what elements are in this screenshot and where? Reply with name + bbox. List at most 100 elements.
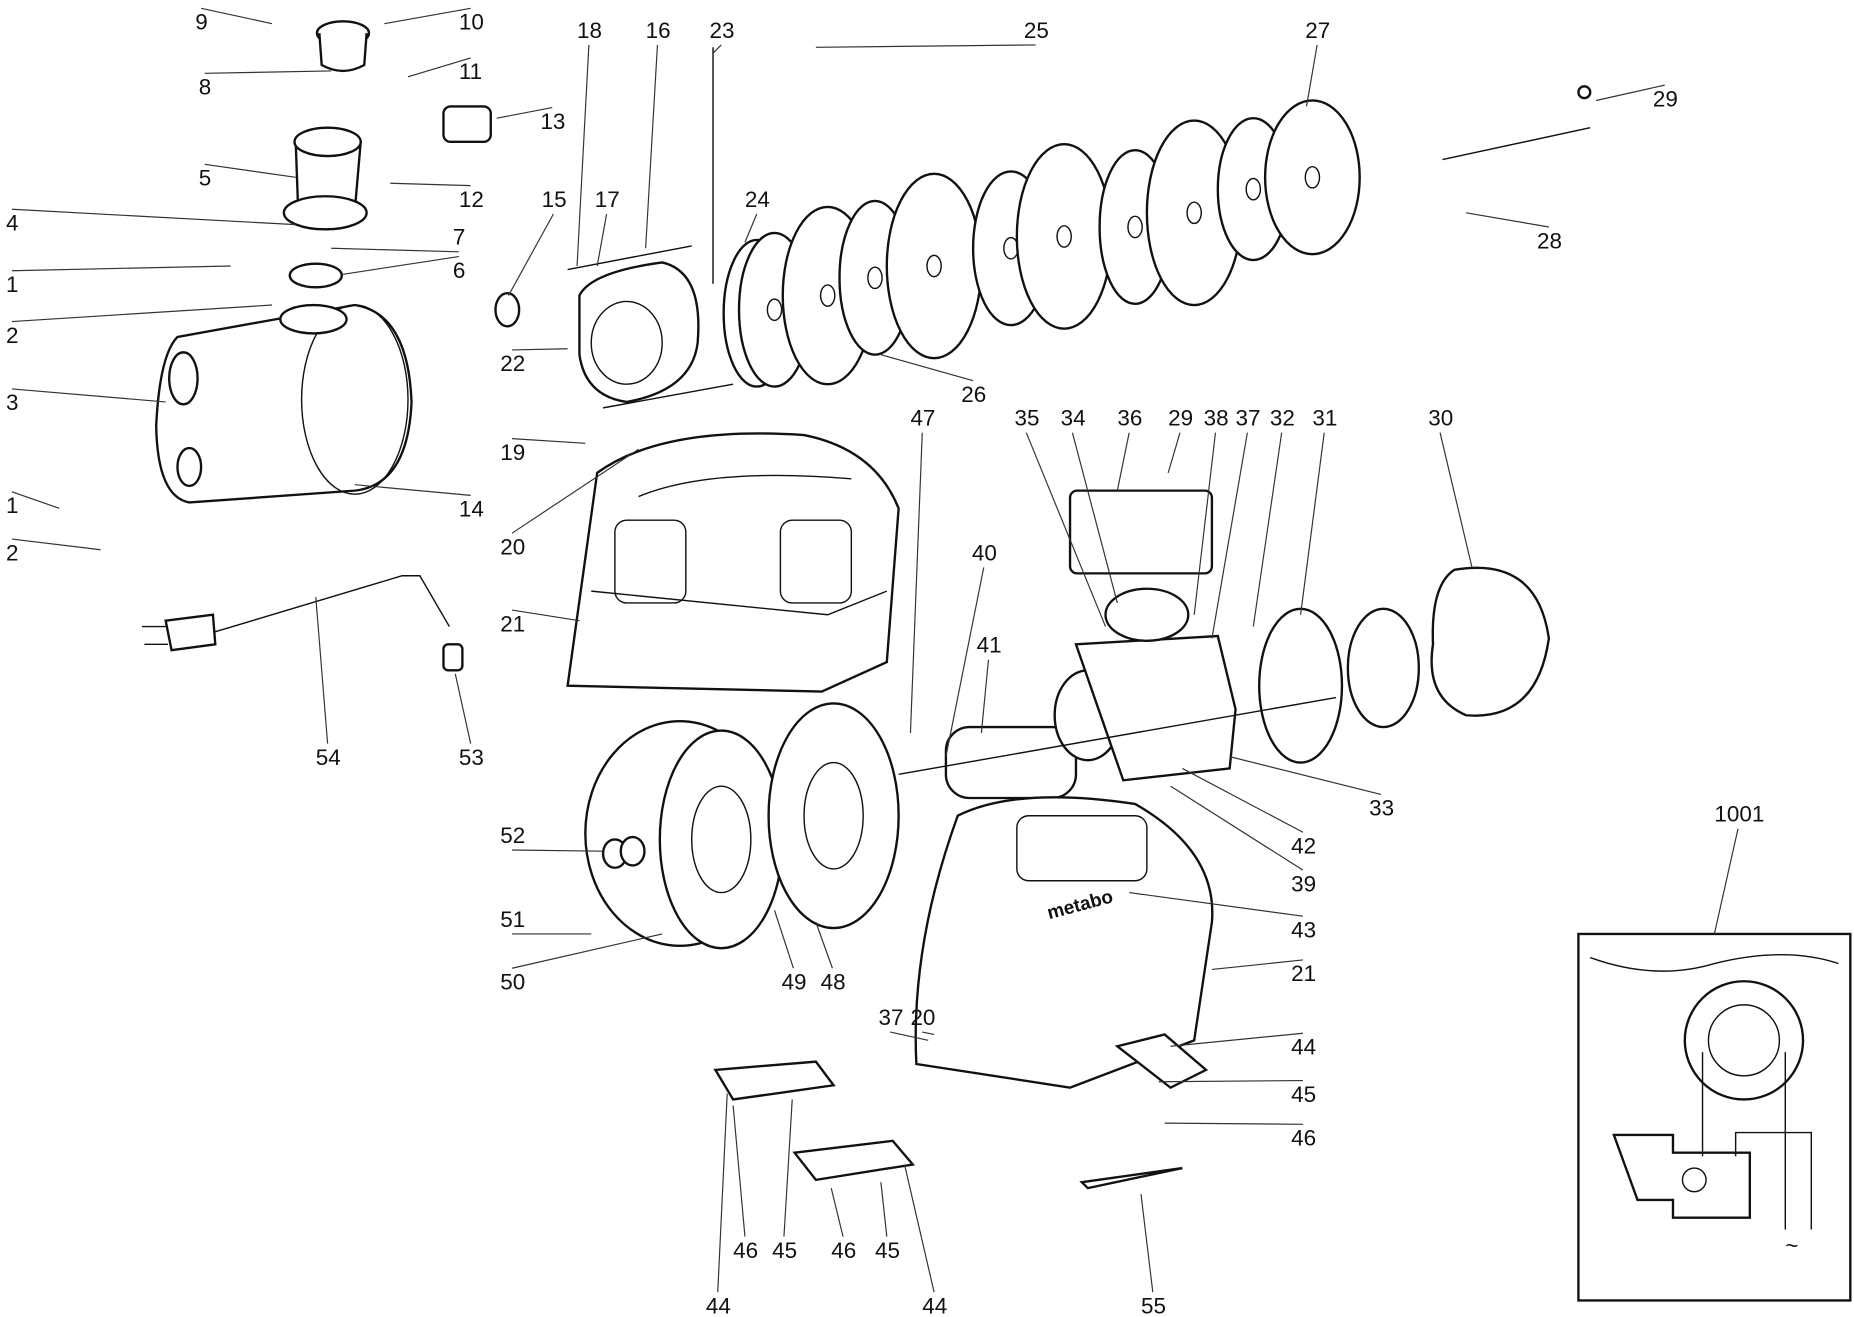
- leader-line: [1211, 959, 1304, 971]
- part-label-27: 27: [1305, 18, 1330, 43]
- leader-line: [1229, 756, 1382, 796]
- part-label-22: 22: [500, 351, 525, 376]
- filter-housing: [282, 20, 492, 289]
- leader-line: [712, 44, 722, 54]
- part-label-3: 3: [6, 390, 18, 415]
- leader-line: [922, 1031, 935, 1036]
- part-label-6: 6: [453, 258, 466, 283]
- part-label-44: 44: [922, 1293, 947, 1317]
- part-label-28: 28: [1537, 228, 1562, 253]
- part-label-46: 46: [831, 1238, 856, 1263]
- part-label-44: 44: [706, 1293, 731, 1317]
- disc-hub: [1245, 177, 1262, 201]
- part-label-7: 7: [453, 225, 466, 250]
- leader-line: [880, 1182, 888, 1237]
- leader-lines: [11, 7, 1739, 1293]
- leader-line: [1116, 432, 1130, 491]
- leader-line: [454, 673, 472, 744]
- leader-line: [354, 484, 471, 496]
- part-label-37: 37: [879, 1005, 904, 1030]
- leader-line: [512, 849, 604, 852]
- part-label-24: 24: [745, 187, 770, 212]
- part-label-14: 14: [459, 497, 484, 522]
- part-label-8: 8: [199, 75, 212, 100]
- part-label-26: 26: [961, 382, 986, 407]
- part-label-1: 1: [6, 272, 18, 297]
- leader-line: [511, 933, 663, 969]
- motor-housing-rear: [566, 432, 900, 693]
- part-label-45: 45: [875, 1238, 900, 1263]
- leader-line: [384, 7, 471, 25]
- part-label-19: 19: [500, 440, 525, 465]
- part-label-30: 30: [1428, 406, 1453, 431]
- leader-line: [1713, 828, 1739, 935]
- part-label-21: 21: [1291, 961, 1316, 986]
- leader-line: [1129, 891, 1304, 917]
- part-label-4: 4: [6, 211, 18, 236]
- leader-line: [1596, 84, 1665, 102]
- part-label-33: 33: [1369, 796, 1394, 821]
- leader-line: [407, 57, 471, 78]
- leader-line: [1252, 432, 1283, 627]
- part-label-32: 32: [1270, 406, 1295, 431]
- part-label-17: 17: [595, 187, 620, 212]
- disc-hub: [1186, 201, 1202, 225]
- part-label-29: 29: [1168, 406, 1193, 431]
- impeller-stack: [722, 99, 1361, 388]
- leader-line: [1167, 432, 1181, 474]
- part-label-36: 36: [1117, 406, 1142, 431]
- impeller-disc: [1015, 143, 1113, 330]
- part-label-21: 21: [500, 611, 525, 636]
- part-label-53: 53: [459, 745, 484, 770]
- leader-line: [744, 213, 758, 243]
- leader-line: [11, 388, 166, 403]
- pump-flange: [494, 47, 734, 409]
- part-label-39: 39: [1291, 871, 1316, 896]
- part-label-55: 55: [1141, 1293, 1166, 1317]
- part-label-51: 51: [500, 907, 525, 932]
- parts-drawing: metabo: [142, 20, 1852, 1302]
- leader-line: [815, 921, 833, 969]
- leader-line: [1170, 785, 1304, 871]
- leader-line: [815, 44, 1036, 48]
- part-label-45: 45: [1291, 1082, 1316, 1107]
- leader-line: [11, 208, 296, 226]
- leader-line: [1170, 1032, 1304, 1047]
- part-label-16: 16: [646, 18, 671, 43]
- part-label-15: 15: [542, 187, 567, 212]
- part-label-18: 18: [577, 18, 602, 43]
- part-label-34: 34: [1061, 406, 1086, 431]
- leader-line: [717, 1093, 728, 1293]
- leader-line: [315, 596, 329, 744]
- leader-line: [11, 265, 231, 272]
- power-cable: [142, 575, 464, 672]
- disc-hub: [1127, 215, 1143, 239]
- leader-line: [1025, 432, 1107, 627]
- motor-assembly: [898, 489, 1551, 800]
- leader-line: [890, 1031, 929, 1041]
- leader-line: [1305, 44, 1318, 107]
- leader-line: [1299, 432, 1325, 615]
- leader-line: [909, 432, 923, 734]
- part-label-38: 38: [1204, 406, 1229, 431]
- leader-line: [511, 609, 580, 622]
- rubber-feet: [713, 1033, 1209, 1190]
- part-label-49: 49: [782, 970, 807, 995]
- part-label-52: 52: [500, 823, 525, 848]
- part-label-1001: 1001: [1714, 802, 1764, 827]
- disc-hub: [819, 284, 836, 307]
- part-label-20: 20: [910, 1005, 935, 1030]
- leader-line: [342, 255, 459, 275]
- part-label-25: 25: [1024, 18, 1049, 43]
- part-label-9: 9: [195, 10, 208, 35]
- leader-line: [1164, 1122, 1303, 1125]
- leader-line: [880, 354, 974, 382]
- leader-line: [1182, 767, 1304, 833]
- leader-line: [1193, 432, 1217, 615]
- leader-line: [11, 538, 101, 551]
- leader-line: [390, 182, 471, 187]
- leader-line: [980, 659, 990, 734]
- part-label-47: 47: [910, 406, 935, 431]
